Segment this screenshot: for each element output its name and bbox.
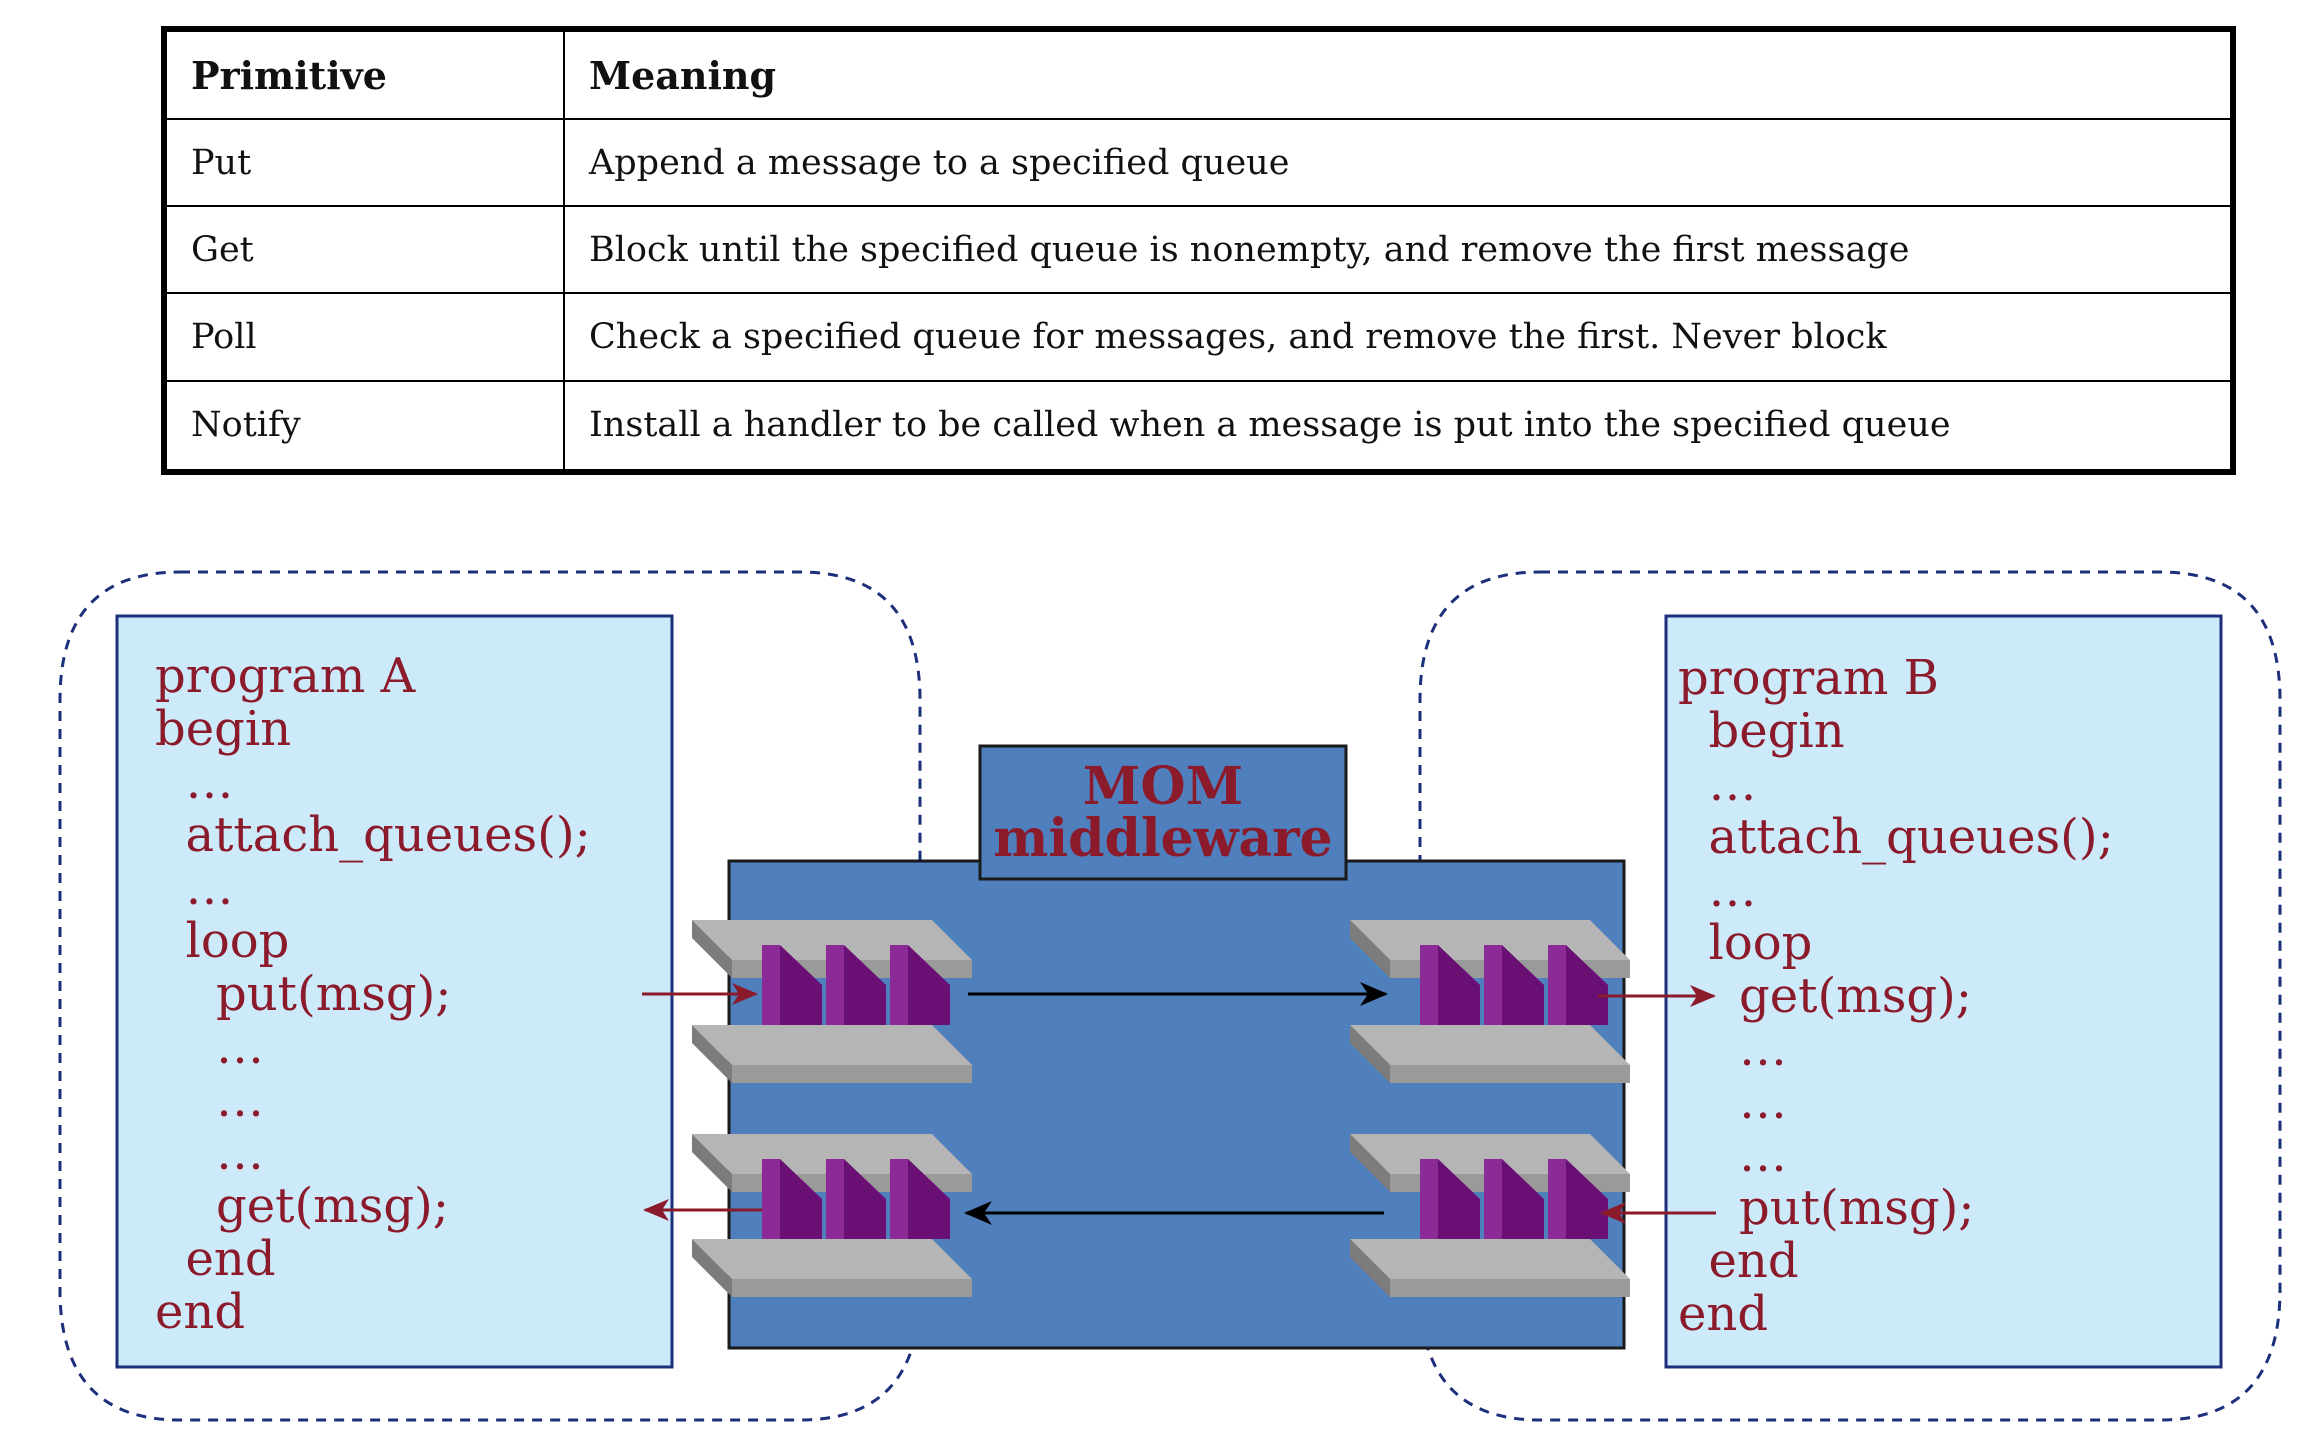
program-b-code-line: attach_queues(); <box>1678 809 2114 865</box>
queue-b-in-top-shelf-side <box>1350 920 1390 978</box>
primitive-cell: Put <box>163 117 565 208</box>
program-a-code-line: begin <box>155 701 292 757</box>
primitives-table: Primitive Meaning Put Append a message t… <box>161 26 2236 475</box>
queue-a-out-message-edge <box>826 945 844 1025</box>
program-a-code-line: end <box>155 1284 246 1340</box>
program-b-code-line: end <box>1678 1233 1799 1289</box>
table-header-row: Primitive Meaning <box>163 28 2234 120</box>
queue-a-in-message-edge <box>890 1159 908 1239</box>
queue-b-out-top-shelf-side <box>1350 1134 1390 1192</box>
queue-a-in-bottom-shelf <box>692 1239 972 1279</box>
queue-b-out-bottom-shelf-front <box>1390 1279 1630 1297</box>
queue-b-out-message-edge <box>1548 1159 1566 1239</box>
queue-b-out-bottom-shelf-side <box>1350 1239 1390 1297</box>
mom-label-box <box>978 744 1348 881</box>
host-b-dashed-region <box>1418 570 2282 1422</box>
program-b-code-line: … <box>1678 1074 1788 1130</box>
program-b-code-line: end <box>1678 1286 1769 1342</box>
program-b-code-line: get(msg); <box>1678 968 1972 1024</box>
table-row: Put Append a message to a specified queu… <box>163 117 2234 208</box>
meaning-cell: Append a message to a specified queue <box>563 117 2234 208</box>
primitive-cell: Poll <box>163 292 565 382</box>
queue-a-in-bottom-shelf-side <box>692 1239 732 1297</box>
queue-a-out-message-edge <box>762 945 780 1025</box>
program-a-code-line: end <box>155 1231 276 1287</box>
meaning-cell: Install a handler to be called when a me… <box>563 379 2234 474</box>
program-a-code-line: get(msg); <box>155 1178 449 1234</box>
program-b-code-line: … <box>1678 756 1757 812</box>
program-b-code-line: put(msg); <box>1678 1180 1975 1236</box>
program-b-code-line: … <box>1678 1127 1788 1183</box>
program-a-code-line: … <box>155 754 234 810</box>
program-b-code: program B begin … attach_queues(); … loo… <box>1678 652 2114 1341</box>
program-a-code-line: … <box>155 860 234 916</box>
table-row: Poll Check a specified queue for message… <box>163 292 2234 382</box>
queue-a-out-message-edge <box>890 945 908 1025</box>
mom-label-line-2: middleware <box>993 808 1333 869</box>
program-a-code-line: program A <box>155 648 416 704</box>
mom-label: MOM middleware <box>980 748 1346 878</box>
meaning-cell: Block until the specified queue is nonem… <box>563 205 2234 295</box>
program-b-code-line: … <box>1678 1021 1788 1077</box>
queue-a-in-message-edge <box>762 1159 780 1239</box>
queue-a-in-message-edge <box>826 1159 844 1239</box>
queue-a-out-bottom-shelf-front <box>732 1065 972 1083</box>
program-a-code-line: loop <box>155 913 290 969</box>
program-a-code-line: … <box>155 1125 265 1181</box>
program-b-code-line: begin <box>1678 703 1845 759</box>
program-b-box <box>1664 614 2223 1369</box>
primitive-cell: Notify <box>163 379 565 474</box>
program-b-code-line: program B <box>1678 650 1939 706</box>
program-a-code-line: … <box>155 1072 265 1128</box>
queue-b-in-message-edge <box>1548 945 1566 1025</box>
program-a-code-line: put(msg); <box>155 966 452 1022</box>
queue-a-out-bottom-shelf-side <box>692 1025 732 1083</box>
queue-b-in-bottom-shelf-front <box>1390 1065 1630 1083</box>
mom-label-line-1: MOM <box>1082 756 1244 817</box>
primitive-column-header: Primitive <box>163 28 565 120</box>
program-a-code-line: … <box>155 1019 265 1075</box>
table-row: Notify Install a handler to be called wh… <box>163 379 2234 474</box>
queue-b-in-message-edge <box>1484 945 1502 1025</box>
meaning-column-header: Meaning <box>563 28 2234 120</box>
host-a-dashed-region <box>58 570 922 1422</box>
meaning-cell: Check a specified queue for messages, an… <box>563 292 2234 382</box>
queue-b-in-bottom-shelf-side <box>1350 1025 1390 1083</box>
queue-a-out-top-shelf-side <box>692 920 732 978</box>
program-a-code: program A begin … attach_queues(); … loo… <box>155 650 591 1339</box>
program-b-code-line: … <box>1678 862 1757 918</box>
queue-a-out-bottom-shelf <box>692 1025 972 1065</box>
program-b-code-line: loop <box>1678 915 1813 971</box>
primitive-cell: Get <box>163 205 565 295</box>
queue-b-out-bottom-shelf <box>1350 1239 1630 1279</box>
program-a-code-line: attach_queues(); <box>155 807 591 863</box>
table-row: Get Block until the specified queue is n… <box>163 205 2234 295</box>
queue-a-in-bottom-shelf-front <box>732 1279 972 1297</box>
queue-a-in-top-shelf-side <box>692 1134 732 1192</box>
queue-b-out-message-edge <box>1484 1159 1502 1239</box>
program-a-box <box>115 614 674 1369</box>
queue-b-out-message-edge <box>1420 1159 1438 1239</box>
queue-b-in-message-edge <box>1420 945 1438 1025</box>
queue-b-in-bottom-shelf <box>1350 1025 1630 1065</box>
